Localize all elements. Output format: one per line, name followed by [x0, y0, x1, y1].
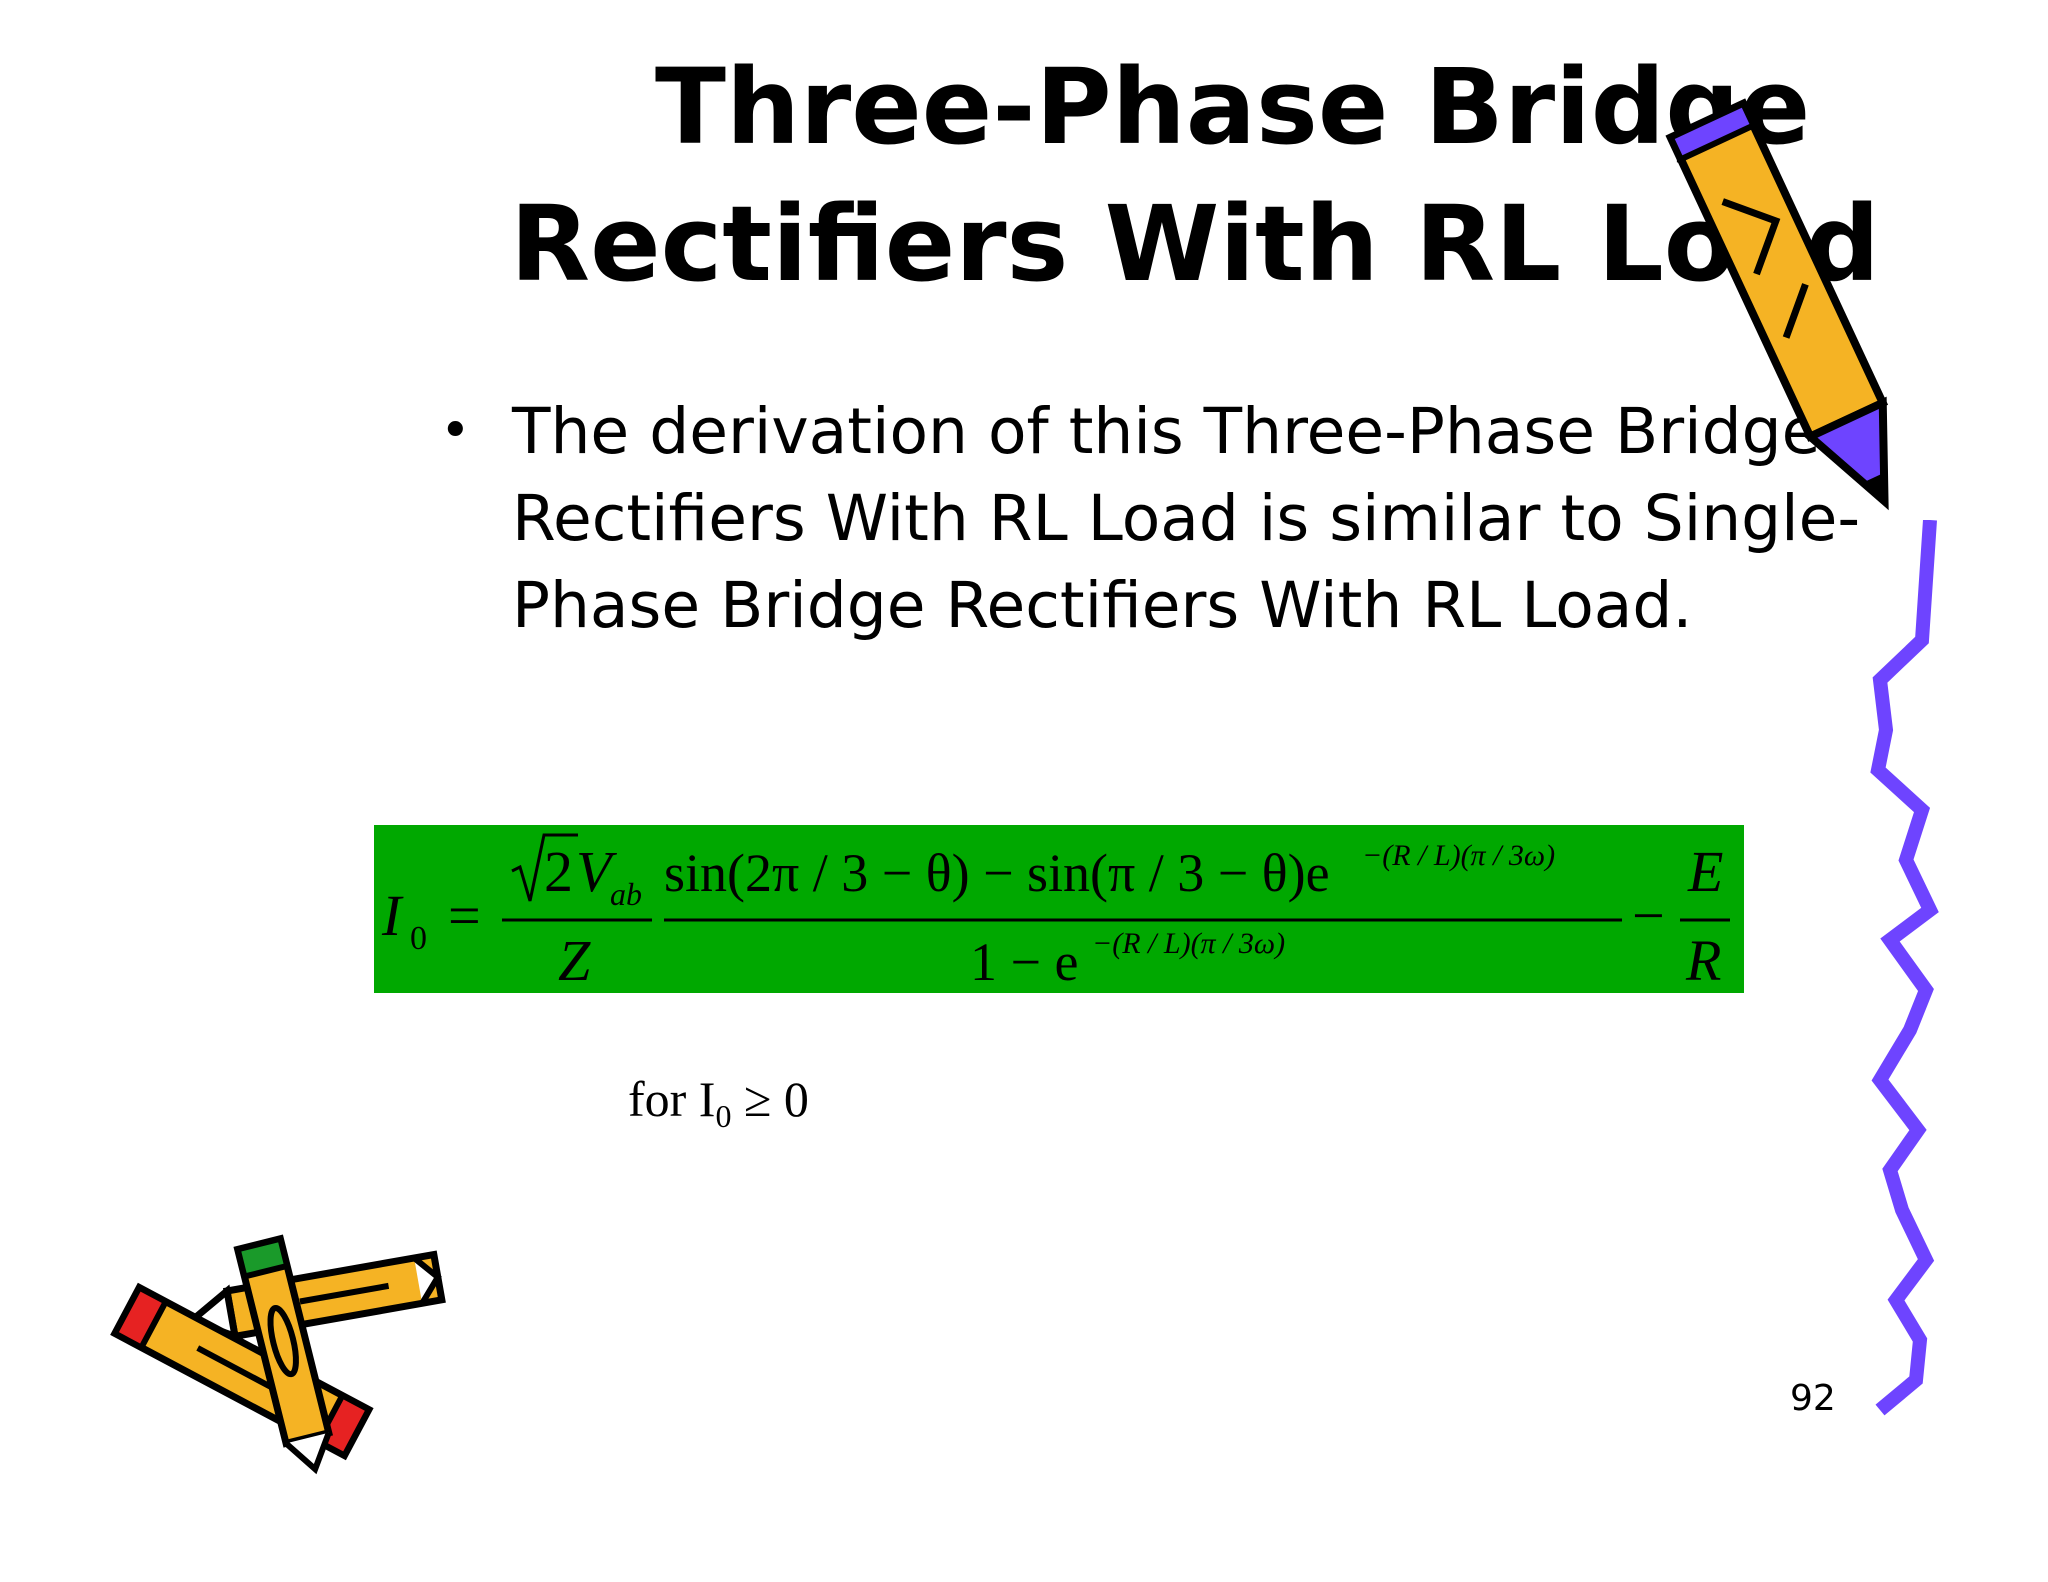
formula-condition: for I0 ≥ 0 — [628, 1070, 809, 1135]
condition-suffix: ≥ 0 — [731, 1071, 809, 1127]
pencil-icon — [1665, 98, 1889, 511]
formula-denominator-exponent: −(R / L)(π / 3ω) — [1092, 927, 1285, 960]
formula-denominator: 1 − e — [970, 932, 1078, 992]
formula-equation: I 0 = 2 V ab Z sin(2π / 3 − θ) − sin(π /… — [381, 833, 1730, 993]
slide-title-line1: Three-Phase Bridge — [655, 46, 1811, 168]
formula-r: R — [1685, 928, 1721, 993]
formula-lhs: I — [381, 883, 404, 948]
bullet-text: The derivation of this Three-Phase Bridg… — [512, 395, 1861, 642]
sqrt-sign — [511, 833, 578, 902]
formula-z: Z — [558, 928, 591, 993]
slide-title-line2: Rectifiers With RL Load — [510, 183, 1880, 305]
formula-minus: − — [1632, 883, 1665, 948]
page-number: 92 — [1790, 1378, 1836, 1419]
formula-lhs-sub: 0 — [410, 920, 427, 957]
formula-box: I 0 = 2 V ab Z sin(2π / 3 − θ) − sin(π /… — [374, 825, 1744, 993]
formula-numerator-exponent: −(R / L)(π / 3ω) — [1362, 839, 1555, 872]
formula-v-sub: ab — [610, 876, 642, 912]
formula-equals: = — [448, 883, 481, 948]
bullet-marker: • — [440, 401, 471, 461]
condition-sub: 0 — [715, 1098, 732, 1134]
formula-numerator: sin(2π / 3 − θ) − sin(π / 3 − θ)e — [664, 843, 1330, 903]
squiggle-line — [1870, 520, 1939, 1416]
crossed-pencils-icon — [110, 1234, 446, 1475]
formula-sqrt-2: 2 — [544, 839, 573, 904]
formula-e: E — [1687, 839, 1723, 904]
formula-v: V — [576, 839, 618, 904]
condition-prefix: for I — [628, 1071, 716, 1127]
